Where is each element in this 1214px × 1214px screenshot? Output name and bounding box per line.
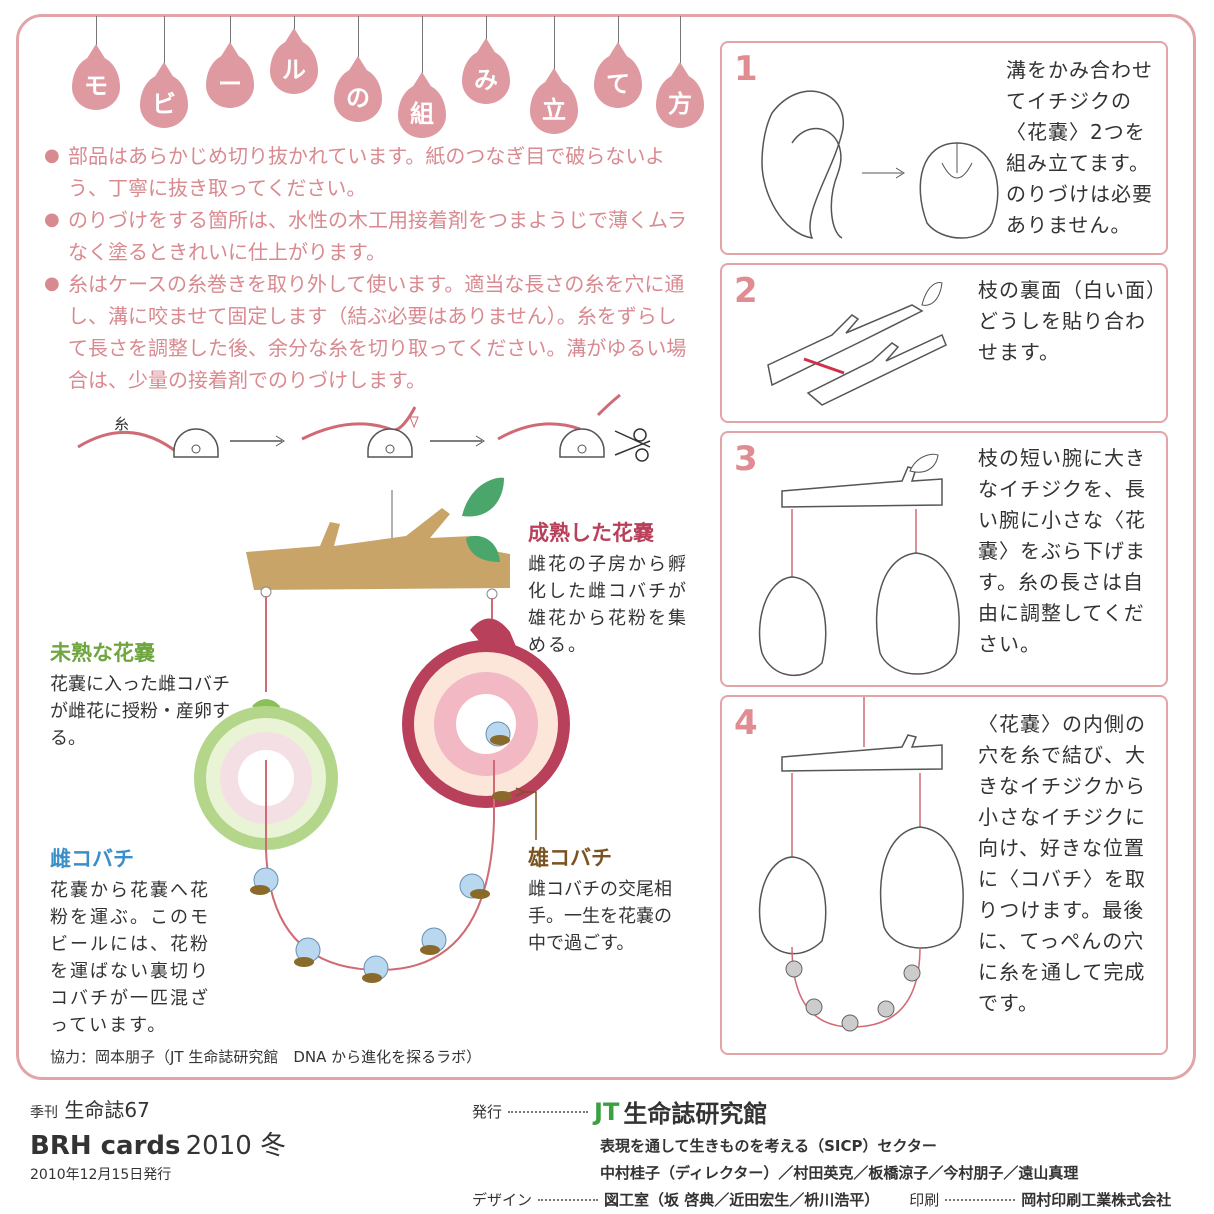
step-4-text: 〈花嚢〉の内側の穴を糸で結び、大きなイチジクから小さなイチジクに向け、好きな位置… — [978, 712, 1146, 1015]
title-drop: 方 — [656, 62, 704, 128]
title-drop: て — [594, 42, 642, 108]
step-4-number: 4 — [734, 703, 758, 743]
title-char: ル — [282, 55, 306, 84]
magazine-name: 生命誌67 — [64, 1098, 150, 1122]
male-body: 雌コバチの交尾相手。一生を花嚢の中で過ごす。 — [528, 879, 672, 954]
title-drop: 組 — [398, 72, 446, 138]
male-title: 雄コバチ — [528, 846, 612, 870]
female-title: 雌コバチ — [50, 847, 134, 871]
label-female: 雌コバチ 花嚢から花嚢へ花粉を運ぶ。このモビールには、花粉を運ばない裏切りコバチ… — [50, 843, 220, 1039]
drop-string — [164, 16, 165, 68]
thread-label: 糸 — [114, 415, 129, 433]
title-char: み — [474, 65, 498, 94]
title-char: ー — [218, 69, 242, 98]
step-2-figure — [767, 282, 947, 406]
printer: 岡村印刷工業株式会社 — [1021, 1191, 1172, 1209]
bullet-3: 糸はケースの糸巻きを取り外して使います。適当な長さの糸を穴に通し、溝に咬ませて固… — [44, 268, 692, 396]
design-credit: 図工室（坂 啓典／近田宏生／枡川浩平） — [604, 1191, 880, 1209]
bullet-2: のりづけをする箇所は、水性の木工用接着剤をつまようじで薄くムラなく塗るときれいに… — [44, 204, 692, 268]
step-3-figure — [758, 453, 960, 677]
step-4: 4 〈花嚢〉の内側の穴を糸で結び、大きなイチジクから小さなイチジクに向け、好きな… — [720, 695, 1168, 1055]
immature-title: 未熟な花嚢 — [50, 641, 155, 665]
title-char: て — [606, 69, 630, 98]
title-drop: 立 — [530, 68, 578, 134]
drop-string — [358, 16, 359, 62]
label-immature: 未熟な花嚢 花嚢に入った雌コバチが雌花に授粉・産卵する。 — [50, 637, 240, 752]
issue-date: 2010年12月15日発行 — [30, 1167, 172, 1183]
mobile-illustration — [194, 477, 570, 983]
hakko-label: 発行 — [472, 1103, 503, 1121]
jt-logo: JT — [594, 1097, 620, 1126]
title-char: 立 — [542, 95, 566, 124]
drop-string — [680, 16, 681, 68]
footer-publication: 季刊 生命誌67 BRH cards 2010 冬 2010年12月15日発行 — [30, 1094, 286, 1184]
drop-string — [422, 16, 423, 78]
branch — [246, 508, 510, 590]
title-char: モ — [84, 71, 108, 100]
mature-body: 雌花の子房から孵化した雌コバチが雄花から花粉を集める。 — [528, 554, 688, 656]
step-4-figure — [758, 697, 964, 1032]
female-body: 花嚢から花嚢へ花粉を運ぶ。このモビールには、花粉を運ばない裏切りコバチが一匹混ざ… — [50, 880, 210, 1036]
title-char: ビ — [152, 89, 176, 118]
title-drop: モ — [72, 44, 120, 110]
drop-string — [618, 16, 619, 48]
title-char: 方 — [668, 89, 692, 118]
card-frame — [16, 14, 1196, 1080]
step-2: 2 枝の裏面（白い面）どうしを貼り合わせます。 — [720, 263, 1168, 423]
step-1-text: 溝をかみ合わせてイチジクの〈花嚢〉2つを組み立てます。のりづけは必要ありません。 — [1006, 58, 1153, 237]
title-drop: ー — [206, 42, 254, 108]
step-1: 1 溝をかみ合わせてイチジクの〈花嚢〉2つを組み立てます。のりづけは必要ありませ… — [720, 41, 1168, 255]
drop-string — [96, 16, 97, 50]
drop-string — [486, 16, 487, 44]
sector: 表現を通して生きものを考える（SICP）セクター — [600, 1137, 937, 1155]
footer-credits: 発行 JT 生命誌研究館 表現を通して生きものを考える（SICP）セクター 中村… — [472, 1094, 1212, 1210]
title-char: の — [346, 83, 370, 112]
mature-title: 成熟した花嚢 — [528, 521, 654, 545]
step-2-number: 2 — [734, 271, 758, 311]
title-drop: ビ — [140, 62, 188, 128]
label-mature: 成熟した花嚢 雌花の子房から孵化した雌コバチが雄花から花粉を集める。 — [528, 517, 688, 659]
label-male: 雄コバチ 雌コバチの交尾相手。一生を花嚢の中で過ごす。 — [528, 842, 688, 957]
thread-diagram: 糸 — [77, 393, 651, 462]
credit: 協力：岡本朋子（JT 生命誌研究館 DNA から進化を探るラボ） — [50, 1048, 482, 1066]
print-label: 印刷 — [909, 1191, 940, 1209]
org-name: 生命誌研究館 — [623, 1100, 768, 1128]
wasp-icons — [250, 735, 512, 983]
drop-string — [554, 16, 555, 74]
title-char: 組 — [410, 99, 434, 128]
dots-3 — [945, 1198, 1016, 1201]
kikan-label: 季刊 — [30, 1105, 58, 1121]
bullet-1: 部品はあらかじめ切り抜かれています。紙のつなぎ目で破らないよう、丁寧に抜き取って… — [44, 140, 692, 204]
dots-1 — [508, 1110, 589, 1113]
title-drop: の — [334, 56, 382, 122]
step-3-number: 3 — [734, 439, 758, 479]
dots-2 — [538, 1198, 599, 1201]
step-1-number: 1 — [734, 49, 758, 89]
drop-string — [230, 16, 231, 48]
design-label: デザイン — [472, 1191, 533, 1209]
title-drop: み — [462, 38, 510, 104]
step-2-text: 枝の裏面（白い面）どうしを貼り合わせます。 — [978, 278, 1157, 364]
scissors-icon — [614, 428, 651, 462]
season: 2010 冬 — [185, 1131, 287, 1161]
step-1-figure — [761, 90, 999, 239]
title-drop: ル — [270, 28, 318, 94]
immature-body: 花嚢に入った雌コバチが雌花に授粉・産卵する。 — [50, 674, 230, 749]
leaf — [462, 477, 504, 517]
brh-cards-title: BRH cards — [30, 1131, 181, 1161]
drop-string — [294, 16, 295, 34]
staff: 中村桂子（ディレクター）／村田英克／板橋涼子／今村朋子／遠山真理 — [600, 1164, 1079, 1182]
step-3: 3 枝の短い腕に大きなイチジクを、長い腕に小さな〈花嚢〉をぶら下げます。糸の長さ… — [720, 431, 1168, 687]
instruction-bullets: 部品はあらかじめ切り抜かれています。紙のつなぎ目で破らないよう、丁寧に抜き取って… — [44, 140, 692, 396]
step-3-text: 枝の短い腕に大きなイチジクを、長い腕に小さな〈花嚢〉をぶら下げます。糸の長さは自… — [978, 446, 1146, 656]
